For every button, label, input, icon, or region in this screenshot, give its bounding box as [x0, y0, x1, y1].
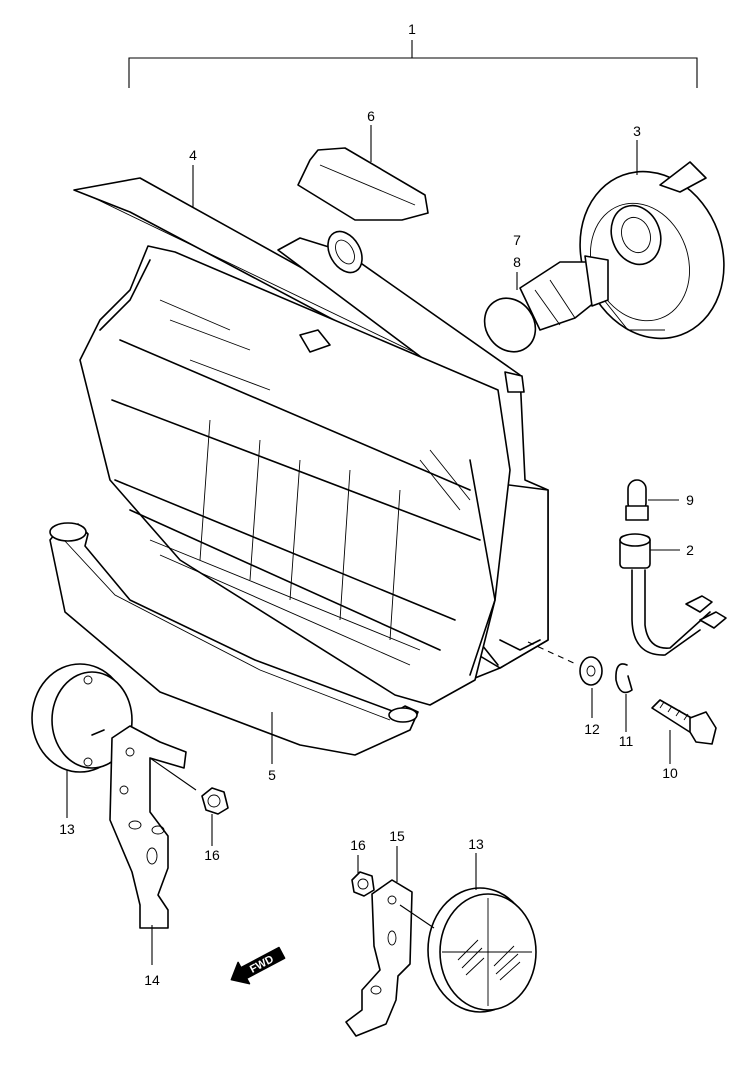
fwd-label: FWD — [248, 953, 276, 975]
part-bolt — [651, 699, 717, 745]
callout-7: 7 — [513, 232, 521, 248]
part-headlamp-lens — [79, 245, 511, 706]
assembly-bracket — [128, 40, 698, 88]
callout-14: 14 — [144, 972, 160, 988]
callout-8: 8 — [513, 254, 521, 270]
part-nut-right — [351, 871, 375, 897]
part-headlamp-bulb — [483, 255, 609, 353]
part-position-bulb — [625, 479, 649, 521]
part-nut-left — [201, 787, 229, 815]
part-lock-washer — [615, 663, 633, 694]
callout-6: 6 — [367, 108, 375, 124]
leader-lines — [66, 125, 680, 965]
part-cover-plate — [297, 147, 429, 221]
part-socket-cover — [579, 161, 725, 340]
callout-1: 1 — [408, 21, 416, 37]
callout-labels: 1 4 6 3 7 8 9 2 12 11 10 5 13 16 14 16 1… — [59, 21, 694, 988]
callout-16-right: 16 — [350, 837, 366, 853]
part-washer — [527, 641, 603, 686]
callout-5: 5 — [268, 767, 276, 783]
part-lower-trim-strip — [49, 522, 419, 756]
callout-12: 12 — [584, 721, 600, 737]
part-bulb-socket — [619, 533, 727, 656]
callout-15: 15 — [389, 828, 405, 844]
callout-3: 3 — [633, 123, 641, 139]
part-reflector-bracket-left — [109, 725, 197, 929]
callout-9: 9 — [686, 492, 694, 508]
callout-4: 4 — [189, 147, 197, 163]
part-reflector-right — [427, 887, 537, 1013]
callout-13-right: 13 — [468, 836, 484, 852]
fwd-direction-arrow: FWD — [230, 946, 286, 985]
part-reflector-bracket-right — [345, 879, 435, 1037]
callout-16-left: 16 — [204, 847, 220, 863]
callout-13-left: 13 — [59, 821, 75, 837]
callout-10: 10 — [662, 765, 678, 781]
callout-11: 11 — [619, 733, 634, 749]
callout-2: 2 — [686, 542, 694, 558]
